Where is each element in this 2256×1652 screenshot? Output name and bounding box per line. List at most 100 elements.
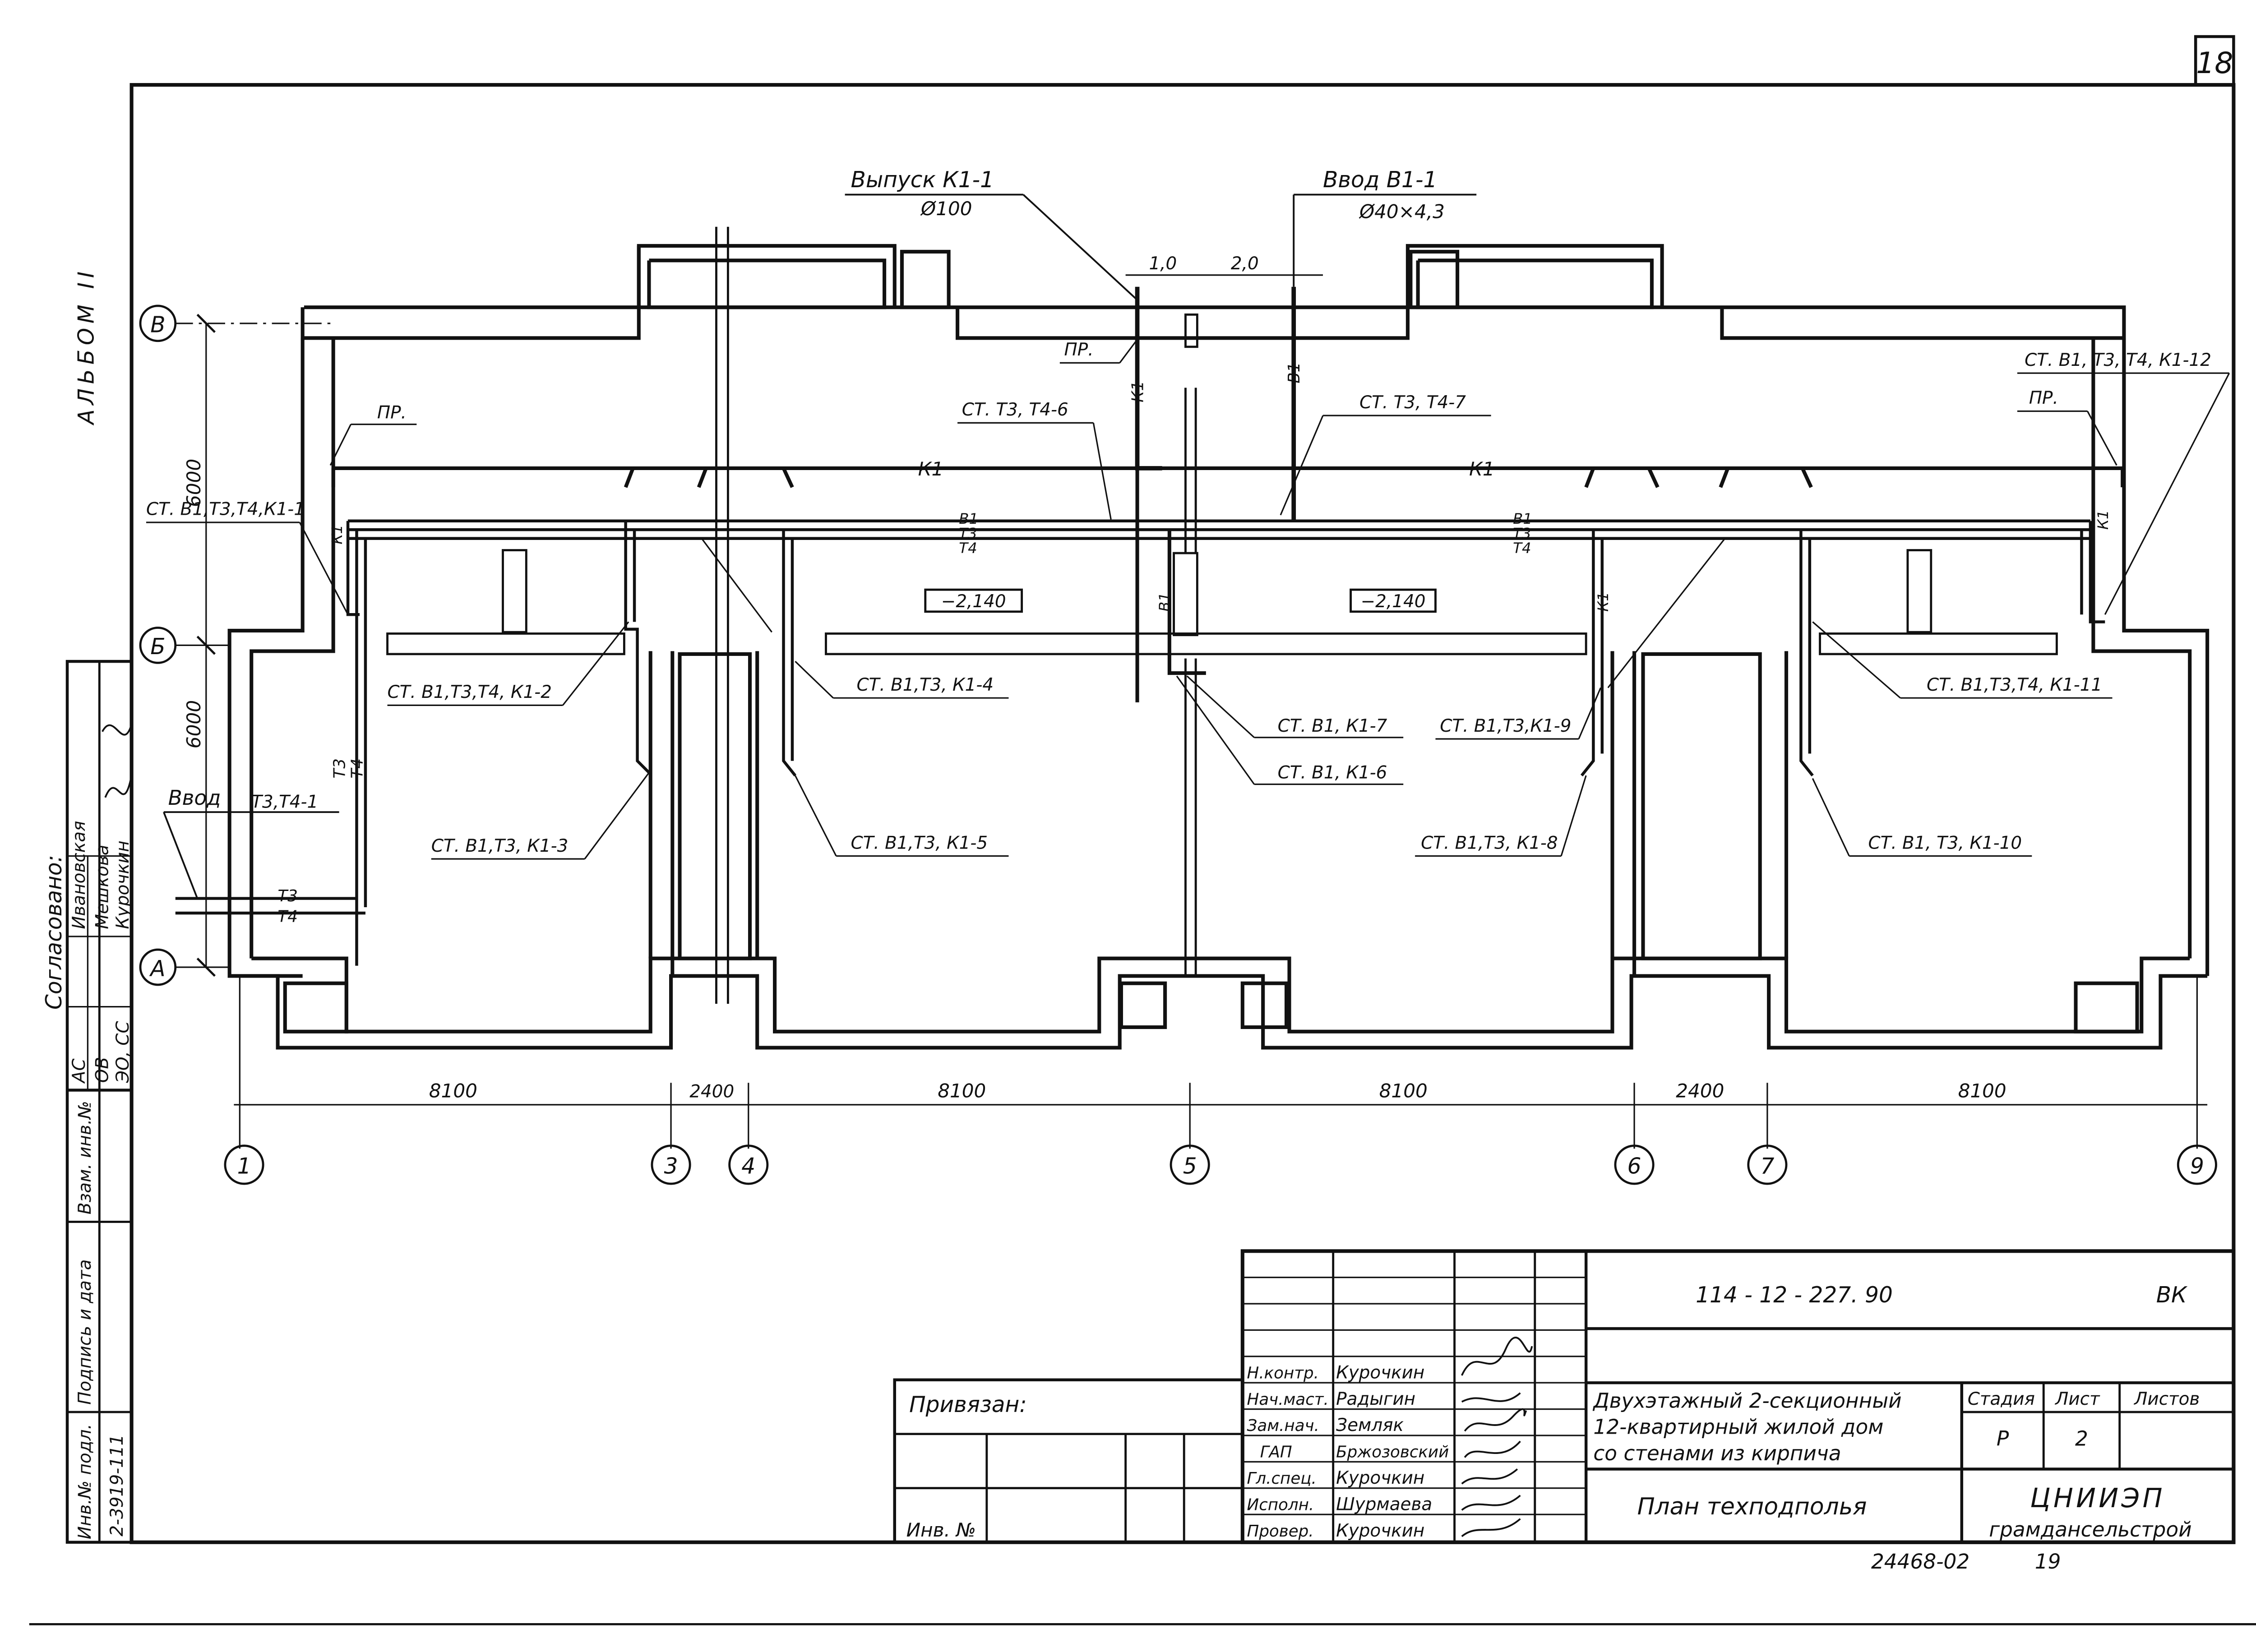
archive-no: 24468-02	[1871, 1550, 1969, 1574]
tag-t4-riser1: Т4	[348, 758, 366, 778]
b1-label-inlet: В1	[1285, 362, 1304, 383]
org-name: ЦНИИЭП	[2030, 1483, 2165, 1514]
tag-t4-inlet: Т4	[278, 907, 298, 926]
tag-t4-west: Т4	[959, 540, 977, 557]
level-mark-west: −2,140	[924, 588, 1023, 613]
name-1: Курочкин	[1336, 1362, 1424, 1383]
name-5: Курочкин	[1336, 1468, 1424, 1488]
riser-12: СТ. В1, Т3, Т4, К1-12	[2025, 350, 2211, 370]
outer-frame	[129, 83, 2236, 1544]
heat-inlet-callout: Ввод Т3,Т4-1	[163, 786, 339, 899]
tag-t3-riser1: Т3	[331, 758, 349, 778]
supply-mains: В1	[175, 286, 2105, 966]
inv-no-label: Инв. №	[906, 1519, 976, 1541]
role-7: Провер.	[1247, 1522, 1314, 1541]
vertical-dimensions: 6000 6000	[183, 314, 216, 977]
tag-t3-west: Т3	[959, 525, 977, 542]
riser-callouts: СТ. В1,Т3,Т4,К1-1 СТ. В1,Т3,Т4, К1-2 СТ.…	[146, 350, 2230, 860]
approval-title: Согласовано:	[42, 855, 67, 1010]
pr-callouts: ПР. ПР. ПР.	[329, 339, 2117, 466]
pr-west: ПР.	[377, 403, 407, 423]
axis-row-b: Б	[139, 627, 231, 664]
svg-text:4: 4	[741, 1154, 755, 1179]
inv-label: Инв.№ подл.	[75, 1424, 95, 1539]
name-4: Бржозовский	[1336, 1443, 1449, 1462]
svg-text:−2,140: −2,140	[1361, 591, 1426, 612]
svg-text:В: В	[150, 312, 165, 337]
role-3: Зам.нач.	[1247, 1417, 1319, 1435]
outlet-label: Выпуск К1-1	[851, 167, 994, 193]
riser-2: СТ. В1,Т3,Т4, К1-2	[388, 682, 552, 702]
inv-value: 2-3919-111	[107, 1435, 127, 1537]
archive-page: 19	[2035, 1550, 2061, 1574]
riser-4: СТ. В1,Т3, К1-4	[857, 675, 994, 695]
stage-value: Р	[1997, 1427, 2009, 1451]
outlet-callout: Выпуск К1-1 Ø100	[845, 167, 1138, 301]
tag-b1-west: В1	[959, 510, 978, 527]
dim-v-1: 6000	[183, 459, 205, 507]
svg-text:5: 5	[1183, 1154, 1197, 1179]
dim-h-4: 8100	[1379, 1080, 1428, 1102]
riser-6b: СТ. В1, К1-6	[1278, 763, 1387, 783]
svg-text:3: 3	[664, 1154, 678, 1179]
riser-8: СТ. В1,Т3, К1-8	[1421, 833, 1558, 853]
svg-text:1: 1	[237, 1154, 251, 1179]
desc-line-2: 12-квартирный жилой дом	[1593, 1415, 1883, 1439]
horizontal-dimensions: 8100 2400 8100 8100 2400 8100	[234, 976, 2208, 1149]
doc-code: 114 - 12 - 227. 90	[1696, 1283, 1893, 1308]
album-label: АЛЬБОМ II	[74, 267, 99, 426]
riser-5: СТ. В1,Т3, К1-5	[851, 833, 988, 853]
k1-label-west: К1	[918, 458, 944, 480]
page-number-box	[2194, 35, 2235, 87]
axis-row-v: В	[139, 305, 337, 342]
riser-3: СТ. В1,Т3, К1-3	[431, 836, 569, 856]
name-2: Радыгин	[1336, 1389, 1415, 1409]
sheets-label: Листов	[2133, 1389, 2200, 1409]
axis-col-5: 5	[1170, 1144, 1210, 1185]
role-2: Нач.маст.	[1247, 1390, 1329, 1409]
role-6: Исполн.	[1247, 1495, 1314, 1514]
svg-text:9: 9	[2190, 1154, 2204, 1179]
tag-b1-riser7: В1	[1156, 592, 1173, 612]
svg-text:2,0: 2,0	[1231, 254, 1259, 274]
sign-date-label: Подпись и дата	[75, 1260, 95, 1405]
svg-text:6: 6	[1627, 1154, 1641, 1179]
axis-col-4: 4	[728, 1144, 769, 1185]
dim-h-5: 2400	[1676, 1080, 1724, 1102]
pr-east: ПР.	[2029, 388, 2058, 408]
heat-inlet-tag: Т3,Т4-1	[251, 792, 318, 812]
tag-t3-east: Т3	[1513, 525, 1531, 542]
approval-dept-1: АС	[69, 1058, 89, 1084]
name-6: Шурмаева	[1336, 1494, 1432, 1514]
tag-k1-riser9: К1	[1595, 592, 1612, 612]
riser-6: СТ. Т3, Т4-6	[962, 400, 1068, 420]
k1-label-outlet: К1	[1129, 381, 1147, 402]
dim-h-6: 8100	[1958, 1080, 2006, 1102]
dim-h-2: 2400	[689, 1082, 734, 1102]
axis-col-7: 7	[1747, 1144, 1788, 1185]
swap-inv-label: Взам. инв.№	[75, 1101, 95, 1214]
riser-7: СТ. Т3, Т4-7	[1359, 392, 1466, 413]
svg-text:1,0: 1,0	[1149, 254, 1177, 274]
building-walls	[227, 226, 2210, 1050]
axis-col-1: 1	[224, 1144, 264, 1185]
inlet-label: Ввод В1-1	[1323, 167, 1437, 193]
svg-text:−2,140: −2,140	[941, 591, 1006, 612]
dim-h-1: 8100	[429, 1080, 477, 1102]
riser-9: СТ. В1,Т3,К1-9	[1440, 716, 1571, 736]
svg-text:А: А	[149, 956, 165, 981]
axis-col-6: 6	[1614, 1144, 1655, 1185]
dim-v-2: 6000	[183, 700, 205, 748]
sheet-title: План техподполья	[1637, 1493, 1867, 1520]
page-number: 18	[2196, 46, 2233, 80]
role-5: Гл.спец.	[1247, 1469, 1317, 1488]
org-sub: грамдансельстрой	[1989, 1518, 2191, 1541]
side-stamp: Согласовано: АС Ивановская ОВ Мешкова ЭО…	[42, 660, 133, 1544]
riser-11: СТ. В1,Т3,Т4, К1-11	[1927, 675, 2102, 695]
role-1: Н.контр.	[1247, 1364, 1319, 1382]
dim-h-3: 8100	[938, 1080, 986, 1102]
riser-10: СТ. В1, Т3, К1-10	[1868, 833, 2022, 853]
tag-t4-east: Т4	[1513, 540, 1531, 557]
desc-line-3: со стенами из кирпича	[1593, 1441, 1841, 1465]
